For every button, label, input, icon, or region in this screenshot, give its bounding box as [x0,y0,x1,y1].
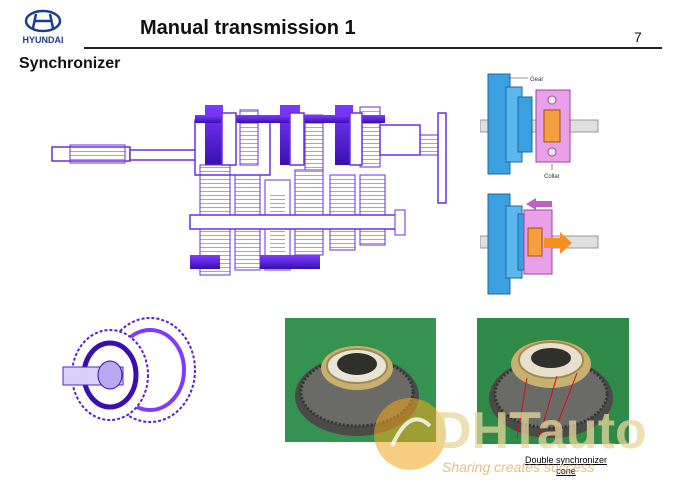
arrow-right-icon [544,232,572,254]
double-synchronizer-photo [477,318,629,444]
watermark-tagline: Sharing creates success [442,459,595,475]
synchronizer-detail-engaging [480,193,599,295]
synchronizer-detail-neutral: Gear Collar [480,73,599,180]
dhtauto-watermark: DHTauto Sharing creates success [374,398,647,475]
hyundai-logo: HYUNDAI [14,8,72,48]
watermark-brand: DHTauto [434,402,647,460]
header-divider [84,47,662,49]
synchronizer-3d-cutaway [62,317,196,423]
photo-caption-line1: Double synchronizer [524,455,608,465]
page-title: Manual transmission 1 [140,17,356,39]
logo-text: HYUNDAI [22,35,63,45]
collar-label: Collar [544,174,560,180]
page-number: 7 [634,29,642,45]
gear-label: Gear [530,77,543,83]
photo-caption: Double synchronizer cone [516,455,616,477]
arrow-left-icon [526,198,552,210]
hyundai-logo-icon: HYUNDAI [22,9,64,45]
transmission-cross-section-drawing [51,105,447,276]
photo-caption-line2: cone [556,466,576,476]
section-title: Synchronizer [19,55,121,72]
